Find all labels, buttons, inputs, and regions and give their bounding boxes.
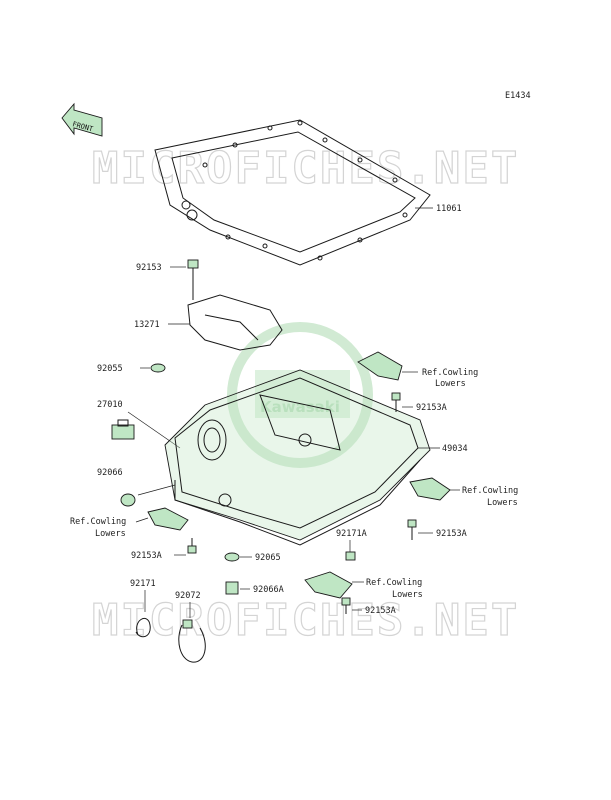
bolt-92153 — [187, 259, 199, 300]
plug-92066 — [120, 493, 136, 507]
cowling-bracket-upper — [357, 351, 403, 381]
label-92153: 92153 — [136, 263, 162, 273]
gasket-11061 — [154, 119, 431, 266]
ref4-line2: Lowers — [392, 590, 423, 600]
watermark-bottom: MICROFICHES.NET — [92, 595, 519, 646]
cowling-bracket-left — [147, 507, 189, 531]
ref2-line2: Lowers — [487, 498, 518, 508]
label-92072: 92072 — [175, 591, 201, 601]
kawasaki-logo: Kawasaki — [227, 322, 373, 468]
ref1-line2: Lowers — [435, 379, 466, 389]
bolt-92153a-lower — [341, 597, 351, 614]
label-92066: 92066 — [97, 468, 123, 478]
watermark-top: MICROFICHES.NET — [92, 143, 519, 194]
cowling-bracket-lower — [304, 571, 353, 599]
bolt-92153a-upper — [391, 392, 401, 412]
clip-92171 — [135, 618, 151, 638]
logo-text: Kawasaki — [260, 398, 340, 416]
oil-pan-49034 — [164, 369, 431, 546]
label-92055: 92055 — [97, 364, 123, 374]
label-49034: 49034 — [442, 444, 468, 454]
label-92065: 92065 — [255, 553, 281, 563]
label-92171a: 92171A — [336, 529, 367, 539]
ref2-line1: Ref.Cowling — [462, 486, 518, 496]
plate-13271 — [187, 294, 283, 351]
label-92153a-4: 92153A — [365, 606, 396, 616]
label-92153a-2: 92153A — [436, 529, 467, 539]
front-arrow-icon: FRONT — [61, 102, 103, 137]
washer-92055 — [150, 363, 166, 373]
bolt-92153a-left — [187, 538, 197, 554]
label-92066a: 92066A — [253, 585, 284, 595]
label-92153a-1: 92153A — [416, 403, 447, 413]
label-92171: 92171 — [130, 579, 156, 589]
switch-27010 — [111, 419, 135, 440]
label-11061: 11061 — [436, 204, 462, 214]
label-27010: 27010 — [97, 400, 123, 410]
bolt-92153a-right — [407, 519, 417, 540]
label-13271: 13271 — [134, 320, 160, 330]
cowling-bracket-right — [409, 477, 451, 501]
ref3-line1: Ref.Cowling — [70, 517, 126, 527]
clip-92171a — [345, 551, 356, 561]
ref1-line1: Ref.Cowling — [422, 368, 478, 378]
ref4-line1: Ref.Cowling — [366, 578, 422, 588]
washer-92065 — [224, 552, 240, 562]
plug-92066a — [225, 581, 239, 595]
label-92153a-3: 92153A — [131, 551, 162, 561]
diagram-code: E1434 — [505, 91, 531, 101]
ref3-line2: Lowers — [95, 529, 126, 539]
band-92072 — [178, 619, 206, 663]
